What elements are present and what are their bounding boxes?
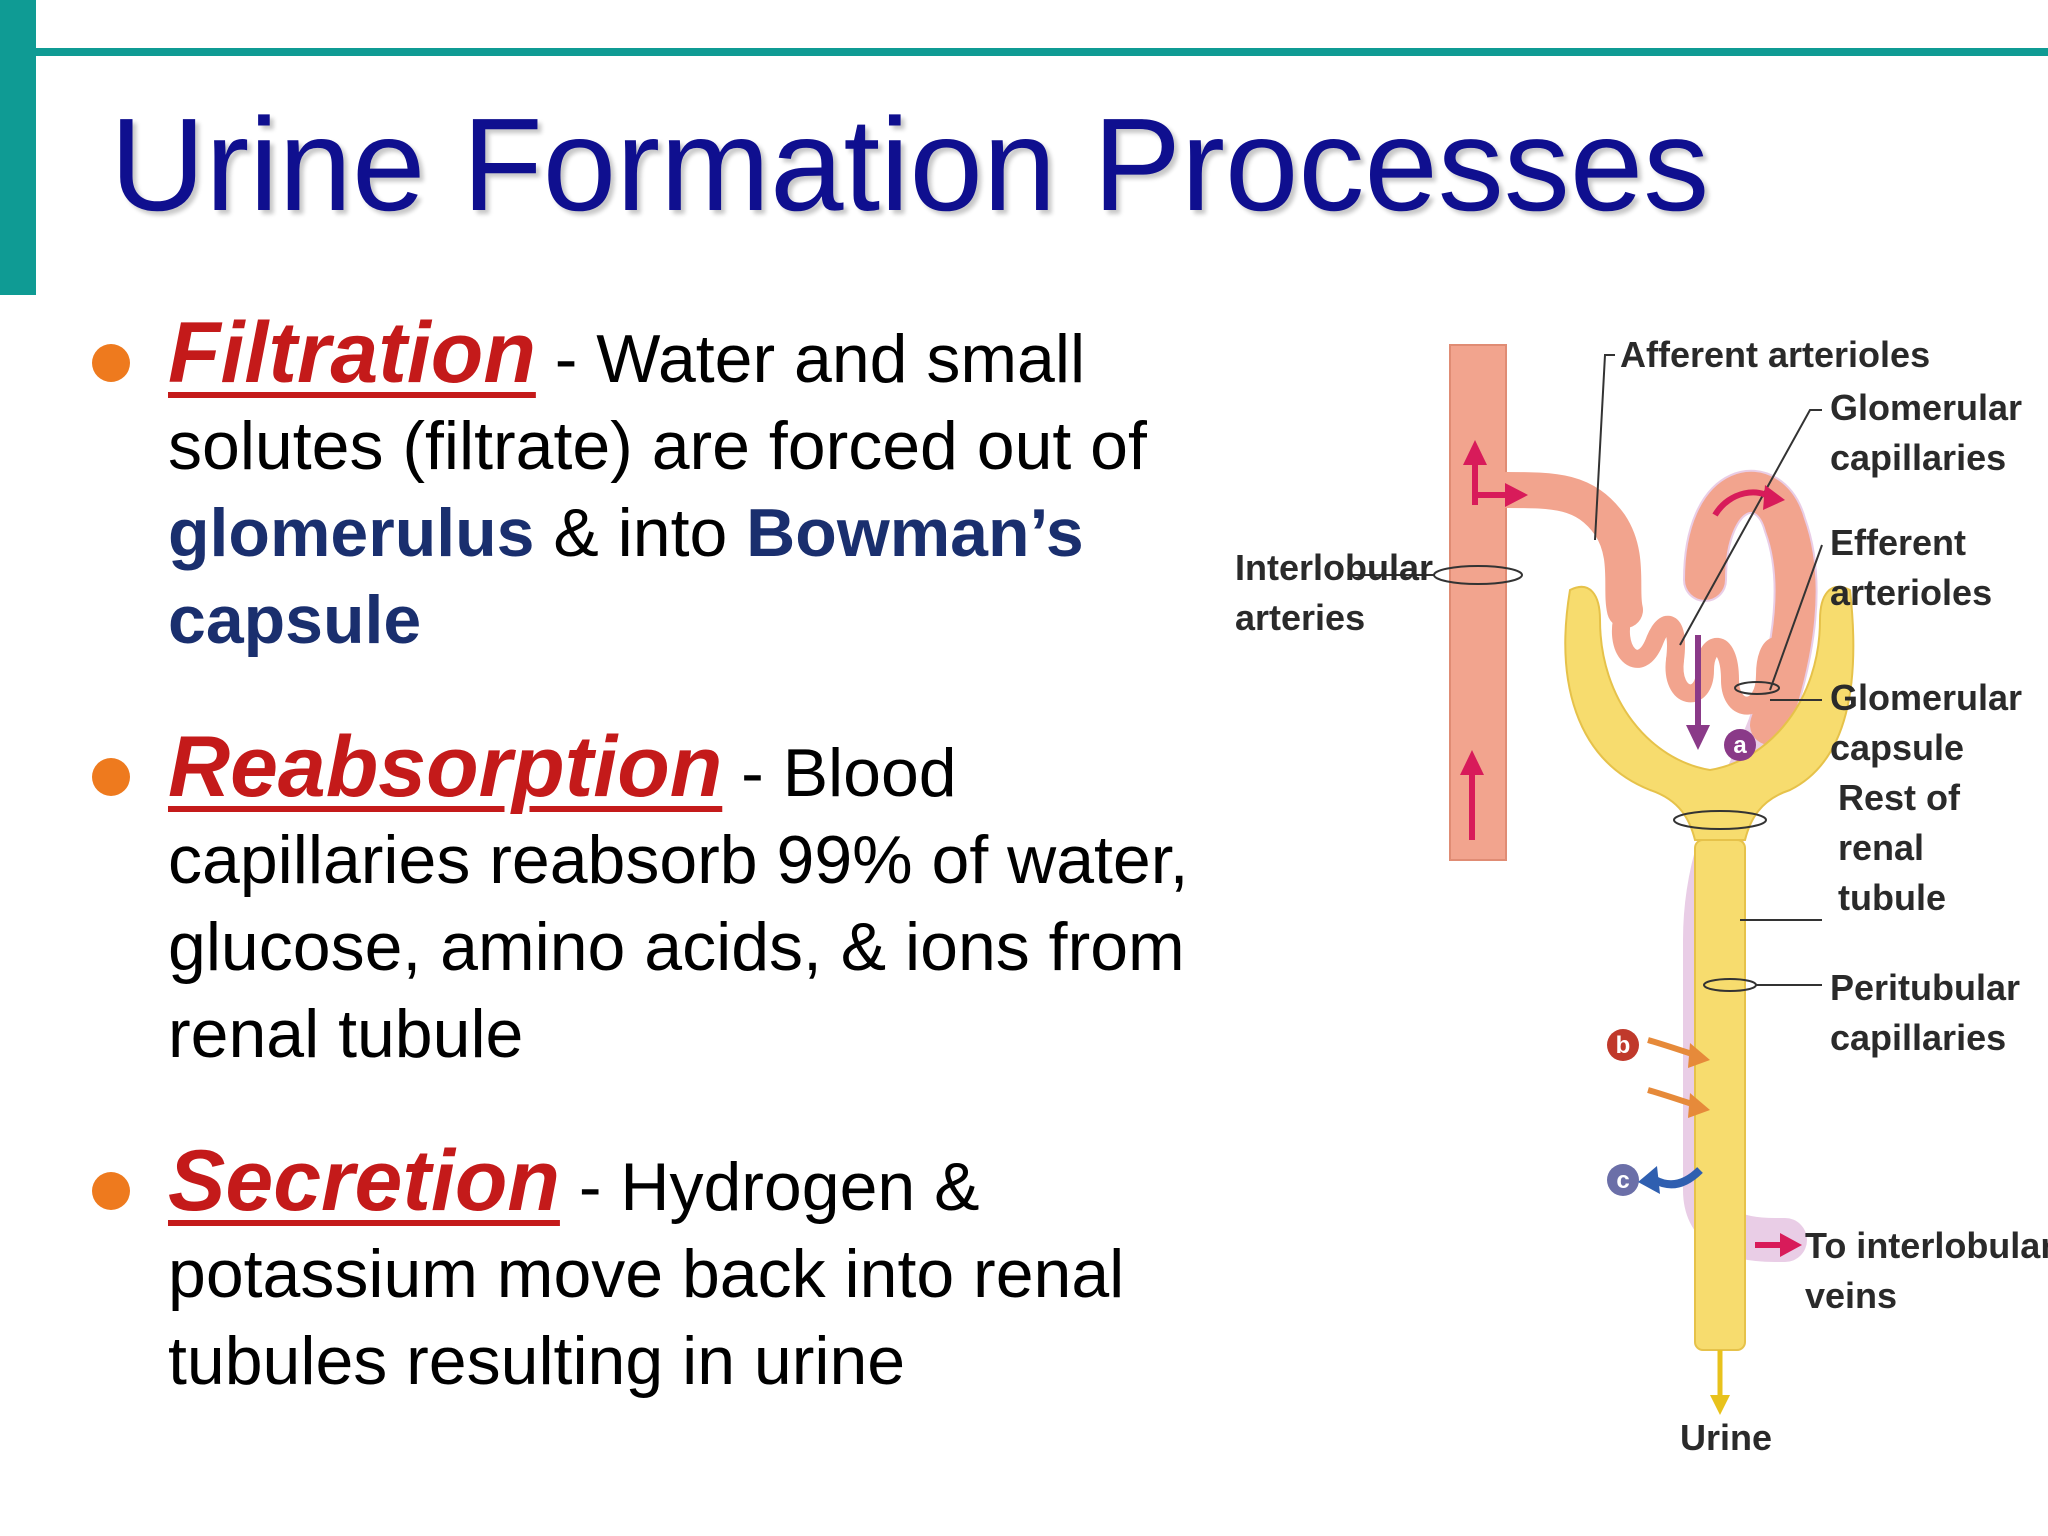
bullet-text: & into <box>534 495 747 571</box>
interlobular-artery-vessel <box>1449 344 1507 861</box>
label-glomerular-capsule-2: capsule <box>1830 727 1964 768</box>
bullet-text: Blood capillaries reabsorb 99% of water,… <box>168 735 1189 1072</box>
label-efferent-arterioles: Efferent <box>1830 522 1966 563</box>
efferent-arteriole-vessel <box>1685 471 1816 745</box>
label-interlobular-arteries: Interlobular <box>1235 547 1433 588</box>
reabsorption-arrow-icons <box>1647 1037 1710 1118</box>
label-rest-of-renal-tubule-2: renal <box>1838 827 1924 868</box>
bullet-text: Water and small solutes (filtrate) are f… <box>168 321 1147 484</box>
term-filtration: Filtration <box>168 305 536 401</box>
arrow-icons-red <box>1460 440 1802 1257</box>
secretion-arrow-icon <box>1653 1167 1703 1189</box>
bullet-secretion: Secretion - Hydrogen & potassium move ba… <box>92 1138 1192 1405</box>
svg-text:c: c <box>1616 1167 1629 1194</box>
label-glomerular-capsule: Glomerular <box>1830 677 2022 718</box>
bullet-reabsorption: Reabsorption - Blood capillaries reabsor… <box>92 724 1192 1078</box>
marker-a: a <box>1724 729 1756 761</box>
label-peritubular-capillaries-2: capillaries <box>1830 1017 2006 1058</box>
marker-c: c <box>1607 1164 1639 1196</box>
leader-lines <box>1350 354 1823 986</box>
label-glomerular-capillaries-2: capillaries <box>1830 437 2006 478</box>
label-peritubular-capillaries: Peritubular <box>1830 967 2020 1008</box>
renal-tubule-vessel <box>1694 839 1746 1351</box>
label-rest-of-renal-tubule: Rest of <box>1838 777 1961 818</box>
bullet-dot <box>92 344 130 382</box>
urine-arrow-icon <box>1710 1395 1730 1415</box>
term-reabsorption: Reabsorption <box>168 719 723 815</box>
page-title: Urine Formation Processes <box>110 91 1710 238</box>
nephron-diagram: a b c Afferent arterioles Glomerular cap… <box>1210 320 2048 1480</box>
label-interlobular-arteries-2: arteries <box>1235 597 1365 638</box>
label-to-interlobular-veins: To interlobular <box>1805 1225 2048 1266</box>
svg-text:a: a <box>1733 732 1747 759</box>
term-secretion: Secretion <box>168 1133 560 1229</box>
label-to-interlobular-veins-2: veins <box>1805 1275 1897 1316</box>
label-afferent-arterioles: Afferent arterioles <box>1620 334 1930 375</box>
bullet-filtration: Filtration - Water and small solutes (fi… <box>92 310 1192 664</box>
bullet-dot <box>92 1172 130 1210</box>
accent-bar <box>0 0 36 295</box>
separator: - <box>722 735 783 811</box>
bullet-list: Filtration - Water and small solutes (fi… <box>92 310 1192 1405</box>
filtration-arrow-icon <box>1686 725 1710 750</box>
glomerulus-tuft <box>1611 601 1794 715</box>
top-rule <box>36 48 2048 56</box>
afferent-arteriole-vessel <box>1488 472 1643 628</box>
emphasis-bowmans-capsule: Bowman’s capsule <box>168 495 1084 658</box>
label-glomerular-capillaries: Glomerular <box>1830 387 2022 428</box>
bullet-dot <box>92 758 130 796</box>
separator: - <box>559 1149 621 1225</box>
svg-text:b: b <box>1616 1032 1631 1059</box>
glomerular-capsule-shape <box>1564 585 1855 841</box>
emphasis-glomerulus: glomerulus <box>168 495 535 571</box>
label-rest-of-renal-tubule-3: tubule <box>1838 877 1946 918</box>
label-efferent-arterioles-2: arterioles <box>1830 572 1992 613</box>
nephron-diagram-svg: a b c Afferent arterioles Glomerular cap… <box>1235 334 2048 1458</box>
bullet-text: Hydrogen & potassium move back into rena… <box>168 1149 1125 1399</box>
separator: - <box>535 321 597 397</box>
label-urine: Urine <box>1680 1417 1772 1458</box>
marker-b: b <box>1607 1029 1639 1061</box>
